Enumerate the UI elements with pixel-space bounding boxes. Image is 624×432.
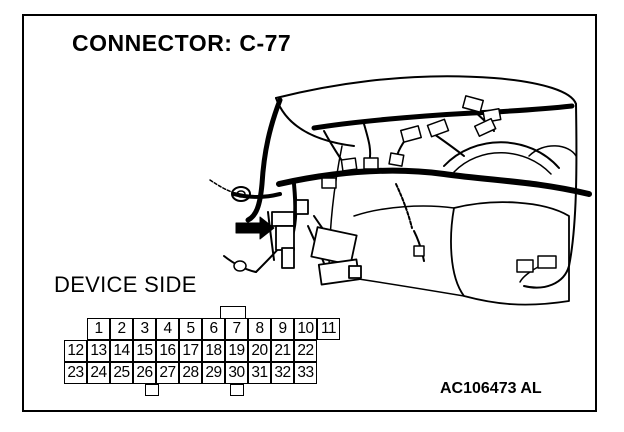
pin-15: 15	[133, 340, 156, 362]
pin-27: 27	[156, 362, 179, 384]
pin-32: 32	[271, 362, 294, 384]
pin-31: 31	[248, 362, 271, 384]
dashboard-outline	[275, 75, 577, 105]
pin-16: 16	[156, 340, 179, 362]
pin-1: 1	[87, 318, 110, 340]
pin-10: 10	[294, 318, 317, 340]
pin-25: 25	[110, 362, 133, 384]
pin-26: 26	[133, 362, 156, 384]
pin-14: 14	[110, 340, 133, 362]
pin-29: 29	[202, 362, 225, 384]
pin-blank	[317, 340, 340, 362]
connector-foot-left	[145, 384, 159, 396]
pin-23: 23	[64, 362, 87, 384]
pin-24: 24	[87, 362, 110, 384]
pin-17: 17	[179, 340, 202, 362]
pin-4: 4	[156, 318, 179, 340]
pin-11: 11	[317, 318, 340, 340]
pin-21: 21	[271, 340, 294, 362]
pin-13: 13	[87, 340, 110, 362]
pin-33: 33	[294, 362, 317, 384]
connector-title: CONNECTOR: C-77	[72, 30, 292, 56]
connector-cluster-upper	[321, 95, 502, 257]
pin-20: 20	[248, 340, 271, 362]
pin-3: 3	[133, 318, 156, 340]
pin-9: 9	[271, 318, 294, 340]
connector-foot-right	[230, 384, 244, 396]
lower-panel	[450, 201, 570, 306]
instrument-cluster	[443, 141, 560, 169]
dashboard-wiring-illustration	[209, 75, 592, 306]
pin-6: 6	[202, 318, 225, 340]
pin-7: 7	[225, 318, 248, 340]
diagram-frame: CONNECTOR: C-77 DEVICE SIDE AC106473 AL …	[22, 14, 597, 412]
main-harness	[276, 167, 592, 197]
pin-30: 30	[225, 362, 248, 384]
pin-blank	[317, 362, 340, 384]
grommet	[231, 186, 251, 202]
pin-2: 2	[110, 318, 133, 340]
device-side-label: DEVICE SIDE	[54, 272, 197, 297]
pin-12: 12	[64, 340, 87, 362]
c77-connector-target	[271, 199, 362, 286]
pin-18: 18	[202, 340, 225, 362]
pin-22: 22	[294, 340, 317, 362]
pin-19: 19	[225, 340, 248, 362]
arrow-right-icon	[235, 216, 275, 240]
pin-5: 5	[179, 318, 202, 340]
pin-blank	[64, 318, 87, 340]
figure-code: AC106473 AL	[440, 380, 542, 397]
pin-8: 8	[248, 318, 271, 340]
pin-28: 28	[179, 362, 202, 384]
connector-cluster-right	[516, 255, 557, 273]
